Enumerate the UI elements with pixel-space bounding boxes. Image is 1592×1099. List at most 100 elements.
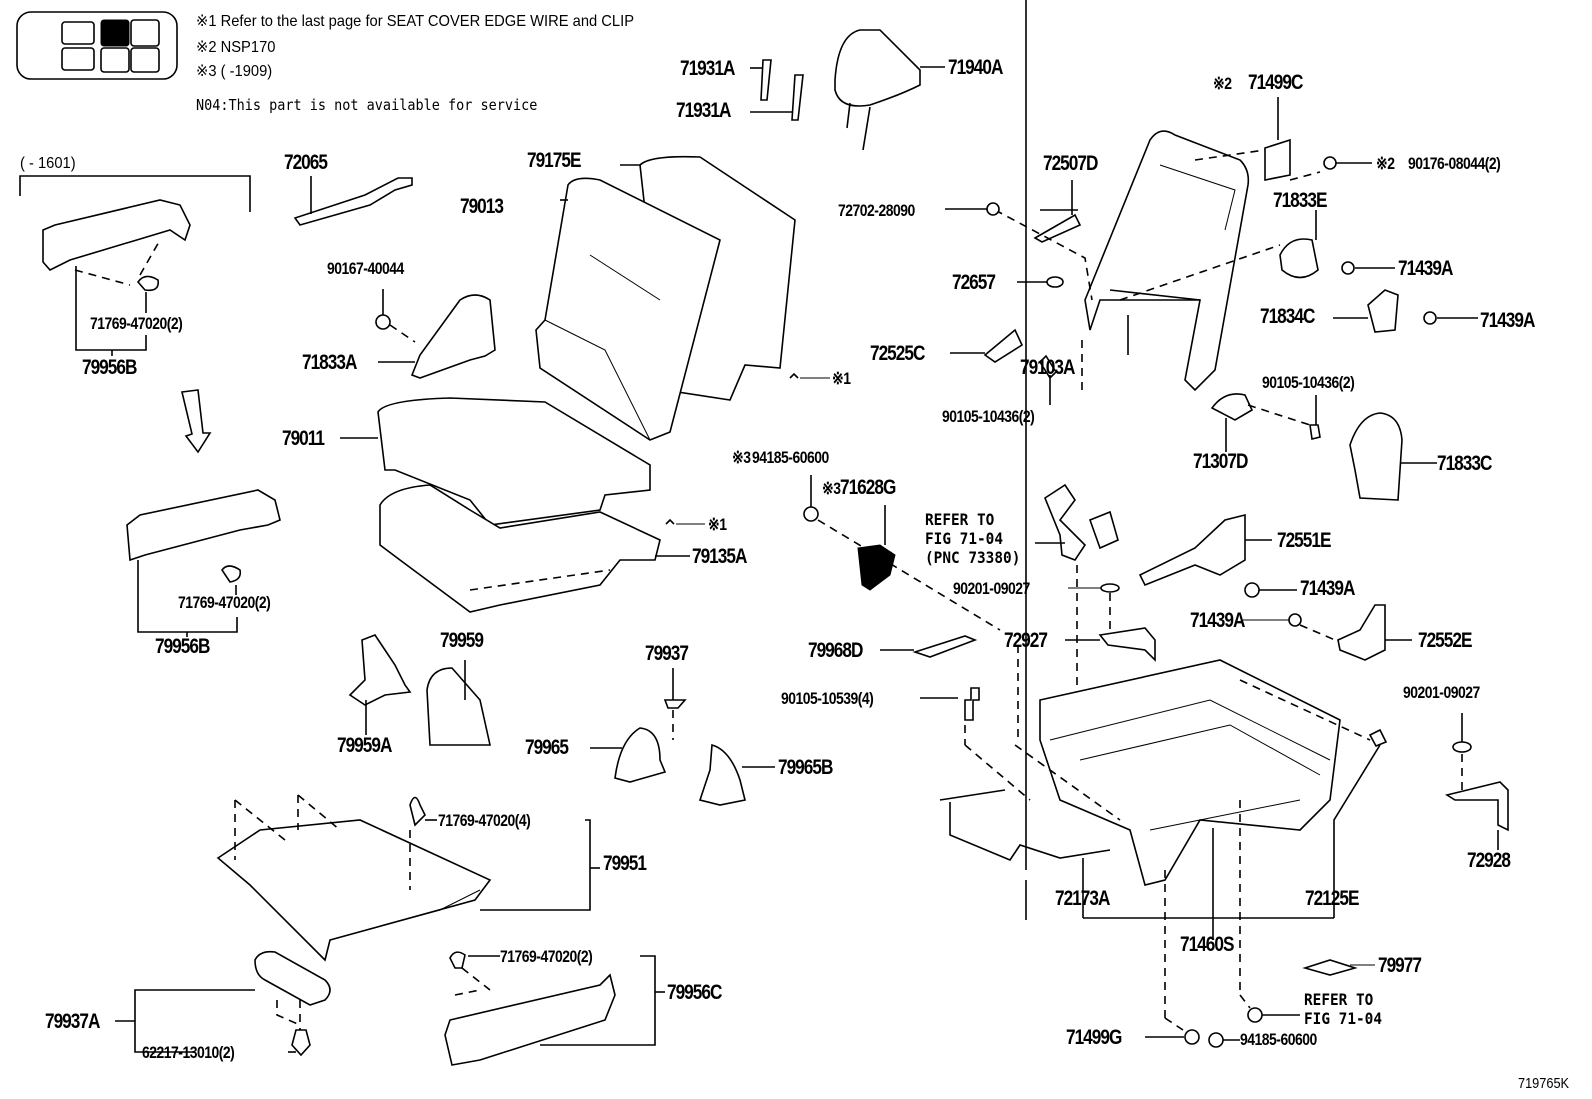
part-label-71833A[interactable]: 71833A bbox=[302, 351, 357, 374]
note-mark-3: ※3 bbox=[822, 479, 841, 498]
part-label-79011[interactable]: 79011 bbox=[282, 427, 325, 450]
part-label-79959[interactable]: 79959 bbox=[440, 629, 484, 652]
part-label-72702-28090[interactable]: 72702-28090 bbox=[838, 201, 915, 220]
side-cover-79956c-drawing bbox=[444, 951, 665, 1066]
side-cover-drawing-lower bbox=[126, 489, 281, 637]
part-label-71439A[interactable]: 71439A bbox=[1398, 257, 1453, 280]
seat-position-locator-icon bbox=[16, 11, 178, 80]
striker-drawing bbox=[803, 475, 1001, 631]
seat-cushion-cover-drawing bbox=[340, 397, 651, 526]
strap-drawing bbox=[293, 176, 413, 226]
date-range-left: ( - 1601) bbox=[20, 155, 76, 172]
part-label-90201-09027[interactable]: 90201-09027 bbox=[1403, 683, 1480, 702]
part-label-79965B[interactable]: 79965B bbox=[778, 756, 833, 779]
seat-track-assembly-drawing bbox=[920, 645, 1388, 940]
note-mark-2: ※2 bbox=[1376, 154, 1395, 173]
side-cover-drawing-upper bbox=[19, 175, 251, 356]
part-label-71499G[interactable]: 71499G bbox=[1066, 1026, 1122, 1049]
part-label-90167-40044[interactable]: 90167-40044 bbox=[327, 259, 404, 278]
part-label-79103A[interactable]: 79103A bbox=[1020, 356, 1075, 379]
part-label-71931A[interactable]: 71931A bbox=[680, 57, 735, 80]
recliner-outer-cover-drawing bbox=[1349, 412, 1437, 501]
part-label-72928[interactable]: 72928 bbox=[1467, 849, 1511, 872]
pad-79937a-drawing bbox=[115, 950, 331, 1057]
seat-belt-buckle-drawing bbox=[1035, 483, 1156, 720]
part-label-90105-10436[interactable]: 90105-10436(2) bbox=[942, 407, 1035, 426]
part-label-94185-60600[interactable]: 94185-60600 bbox=[1240, 1030, 1317, 1049]
trim-bracket-drawing bbox=[880, 635, 978, 658]
trim-cover-drawings bbox=[348, 634, 775, 806]
part-label-72125E[interactable]: 72125E bbox=[1305, 887, 1359, 910]
part-label-71628G[interactable]: 71628G bbox=[840, 476, 896, 499]
hinge-cover-drawing bbox=[375, 289, 496, 379]
part-label-79959A[interactable]: 79959A bbox=[337, 734, 392, 757]
seat-cushion-pad-drawing bbox=[379, 484, 690, 613]
seat-back-drawing bbox=[535, 177, 721, 441]
part-label-79956B[interactable]: 79956B bbox=[82, 356, 137, 379]
note-2: ※2 NSP170 bbox=[196, 39, 276, 56]
seat-lock-drawing bbox=[1194, 97, 1372, 181]
note-mark-1: ※1 bbox=[708, 515, 727, 534]
part-label-71931A[interactable]: 71931A bbox=[676, 99, 731, 122]
part-label-71769-47020[interactable]: 71769-47020(2) bbox=[178, 593, 271, 612]
part-label-71833C[interactable]: 71833C bbox=[1437, 452, 1492, 475]
part-label-71769-47020[interactable]: 71769-47020(2) bbox=[500, 947, 593, 966]
part-label-90201-09027[interactable]: 90201-09027 bbox=[953, 579, 1030, 598]
part-label-72551E[interactable]: 72551E bbox=[1277, 529, 1331, 552]
part-label-79965[interactable]: 79965 bbox=[525, 736, 569, 759]
part-label-79937A[interactable]: 79937A bbox=[45, 1010, 100, 1033]
part-label-71439A[interactable]: 71439A bbox=[1300, 577, 1355, 600]
bracket-72928-drawing bbox=[1444, 713, 1509, 850]
part-label-71439A[interactable]: 71439A bbox=[1190, 609, 1245, 632]
part-label-72657[interactable]: 72657 bbox=[952, 271, 996, 294]
part-label-71307D[interactable]: 71307D bbox=[1193, 450, 1248, 473]
part-label-90105-10539[interactable]: 90105-10539(4) bbox=[781, 689, 874, 708]
storage-tray-drawing bbox=[216, 794, 600, 962]
part-label-72173A[interactable]: 72173A bbox=[1055, 887, 1110, 910]
headrest-drawing bbox=[834, 29, 945, 151]
down-arrow-icon bbox=[181, 389, 212, 454]
part-label-79175E[interactable]: 79175E bbox=[527, 149, 581, 172]
note-3: ※3 ( -1909) bbox=[196, 63, 273, 80]
note-n04: N04:This part is not available for servi… bbox=[196, 96, 538, 114]
part-label-94185-60600[interactable]: 94185-60600 bbox=[752, 448, 829, 467]
anchor-bolt-drawings bbox=[1025, 0, 1375, 1048]
refer-to-fig-71-04-seat-belt[interactable]: REFER TO FIG 71-04 (PNC 73380) bbox=[925, 510, 1021, 567]
part-label-71940A[interactable]: 71940A bbox=[948, 56, 1003, 79]
part-label-79956B[interactable]: 79956B bbox=[155, 635, 210, 658]
note-mark-2: ※2 bbox=[1213, 74, 1232, 93]
part-label-72552E[interactable]: 72552E bbox=[1418, 629, 1472, 652]
leader-lines bbox=[665, 372, 830, 525]
part-label-90176-08044[interactable]: 90176-08044(2) bbox=[1408, 154, 1501, 173]
part-label-79937[interactable]: 79937 bbox=[645, 642, 689, 665]
part-label-71460S[interactable]: 71460S bbox=[1180, 933, 1234, 956]
part-label-72507D[interactable]: 72507D bbox=[1043, 152, 1098, 175]
refer-to-fig-71-04-anchor[interactable]: REFER TO FIG 71-04 bbox=[1304, 990, 1383, 1028]
seat-back-frame-drawing bbox=[945, 130, 1321, 452]
part-label-72065[interactable]: 72065 bbox=[284, 151, 328, 174]
part-label-79968D[interactable]: 79968D bbox=[808, 639, 863, 662]
part-label-62217-13010[interactable]: 62217-13010(2) bbox=[142, 1043, 235, 1062]
part-label-71499C[interactable]: 71499C bbox=[1248, 71, 1303, 94]
part-label-79956C[interactable]: 79956C bbox=[667, 981, 722, 1004]
part-label-71769-47020[interactable]: 71769-47020(2) bbox=[90, 314, 183, 333]
part-label-90105-10436[interactable]: 90105-10436(2) bbox=[1262, 373, 1355, 392]
seat-adjuster-cover-drawings bbox=[1138, 513, 1412, 661]
figure-number: 719765K bbox=[1518, 1075, 1570, 1092]
recliner-cover-drawings bbox=[1119, 210, 1478, 333]
part-label-71834C[interactable]: 71834C bbox=[1260, 305, 1315, 328]
part-label-72927[interactable]: 72927 bbox=[1004, 629, 1048, 652]
part-label-79977[interactable]: 79977 bbox=[1378, 954, 1422, 977]
part-label-79951[interactable]: 79951 bbox=[603, 852, 647, 875]
part-label-79135A[interactable]: 79135A bbox=[692, 545, 747, 568]
note-mark-3: ※3 bbox=[732, 448, 751, 467]
note-mark-1: ※1 bbox=[832, 369, 851, 388]
part-label-71439A[interactable]: 71439A bbox=[1480, 309, 1535, 332]
part-label-71769-47020[interactable]: 71769-47020(4) bbox=[438, 811, 531, 830]
part-label-79013[interactable]: 79013 bbox=[460, 195, 504, 218]
note-1: ※1 Refer to the last page for SEAT COVER… bbox=[196, 13, 635, 30]
part-label-72525C[interactable]: 72525C bbox=[870, 342, 925, 365]
part-label-71833E[interactable]: 71833E bbox=[1273, 189, 1327, 212]
